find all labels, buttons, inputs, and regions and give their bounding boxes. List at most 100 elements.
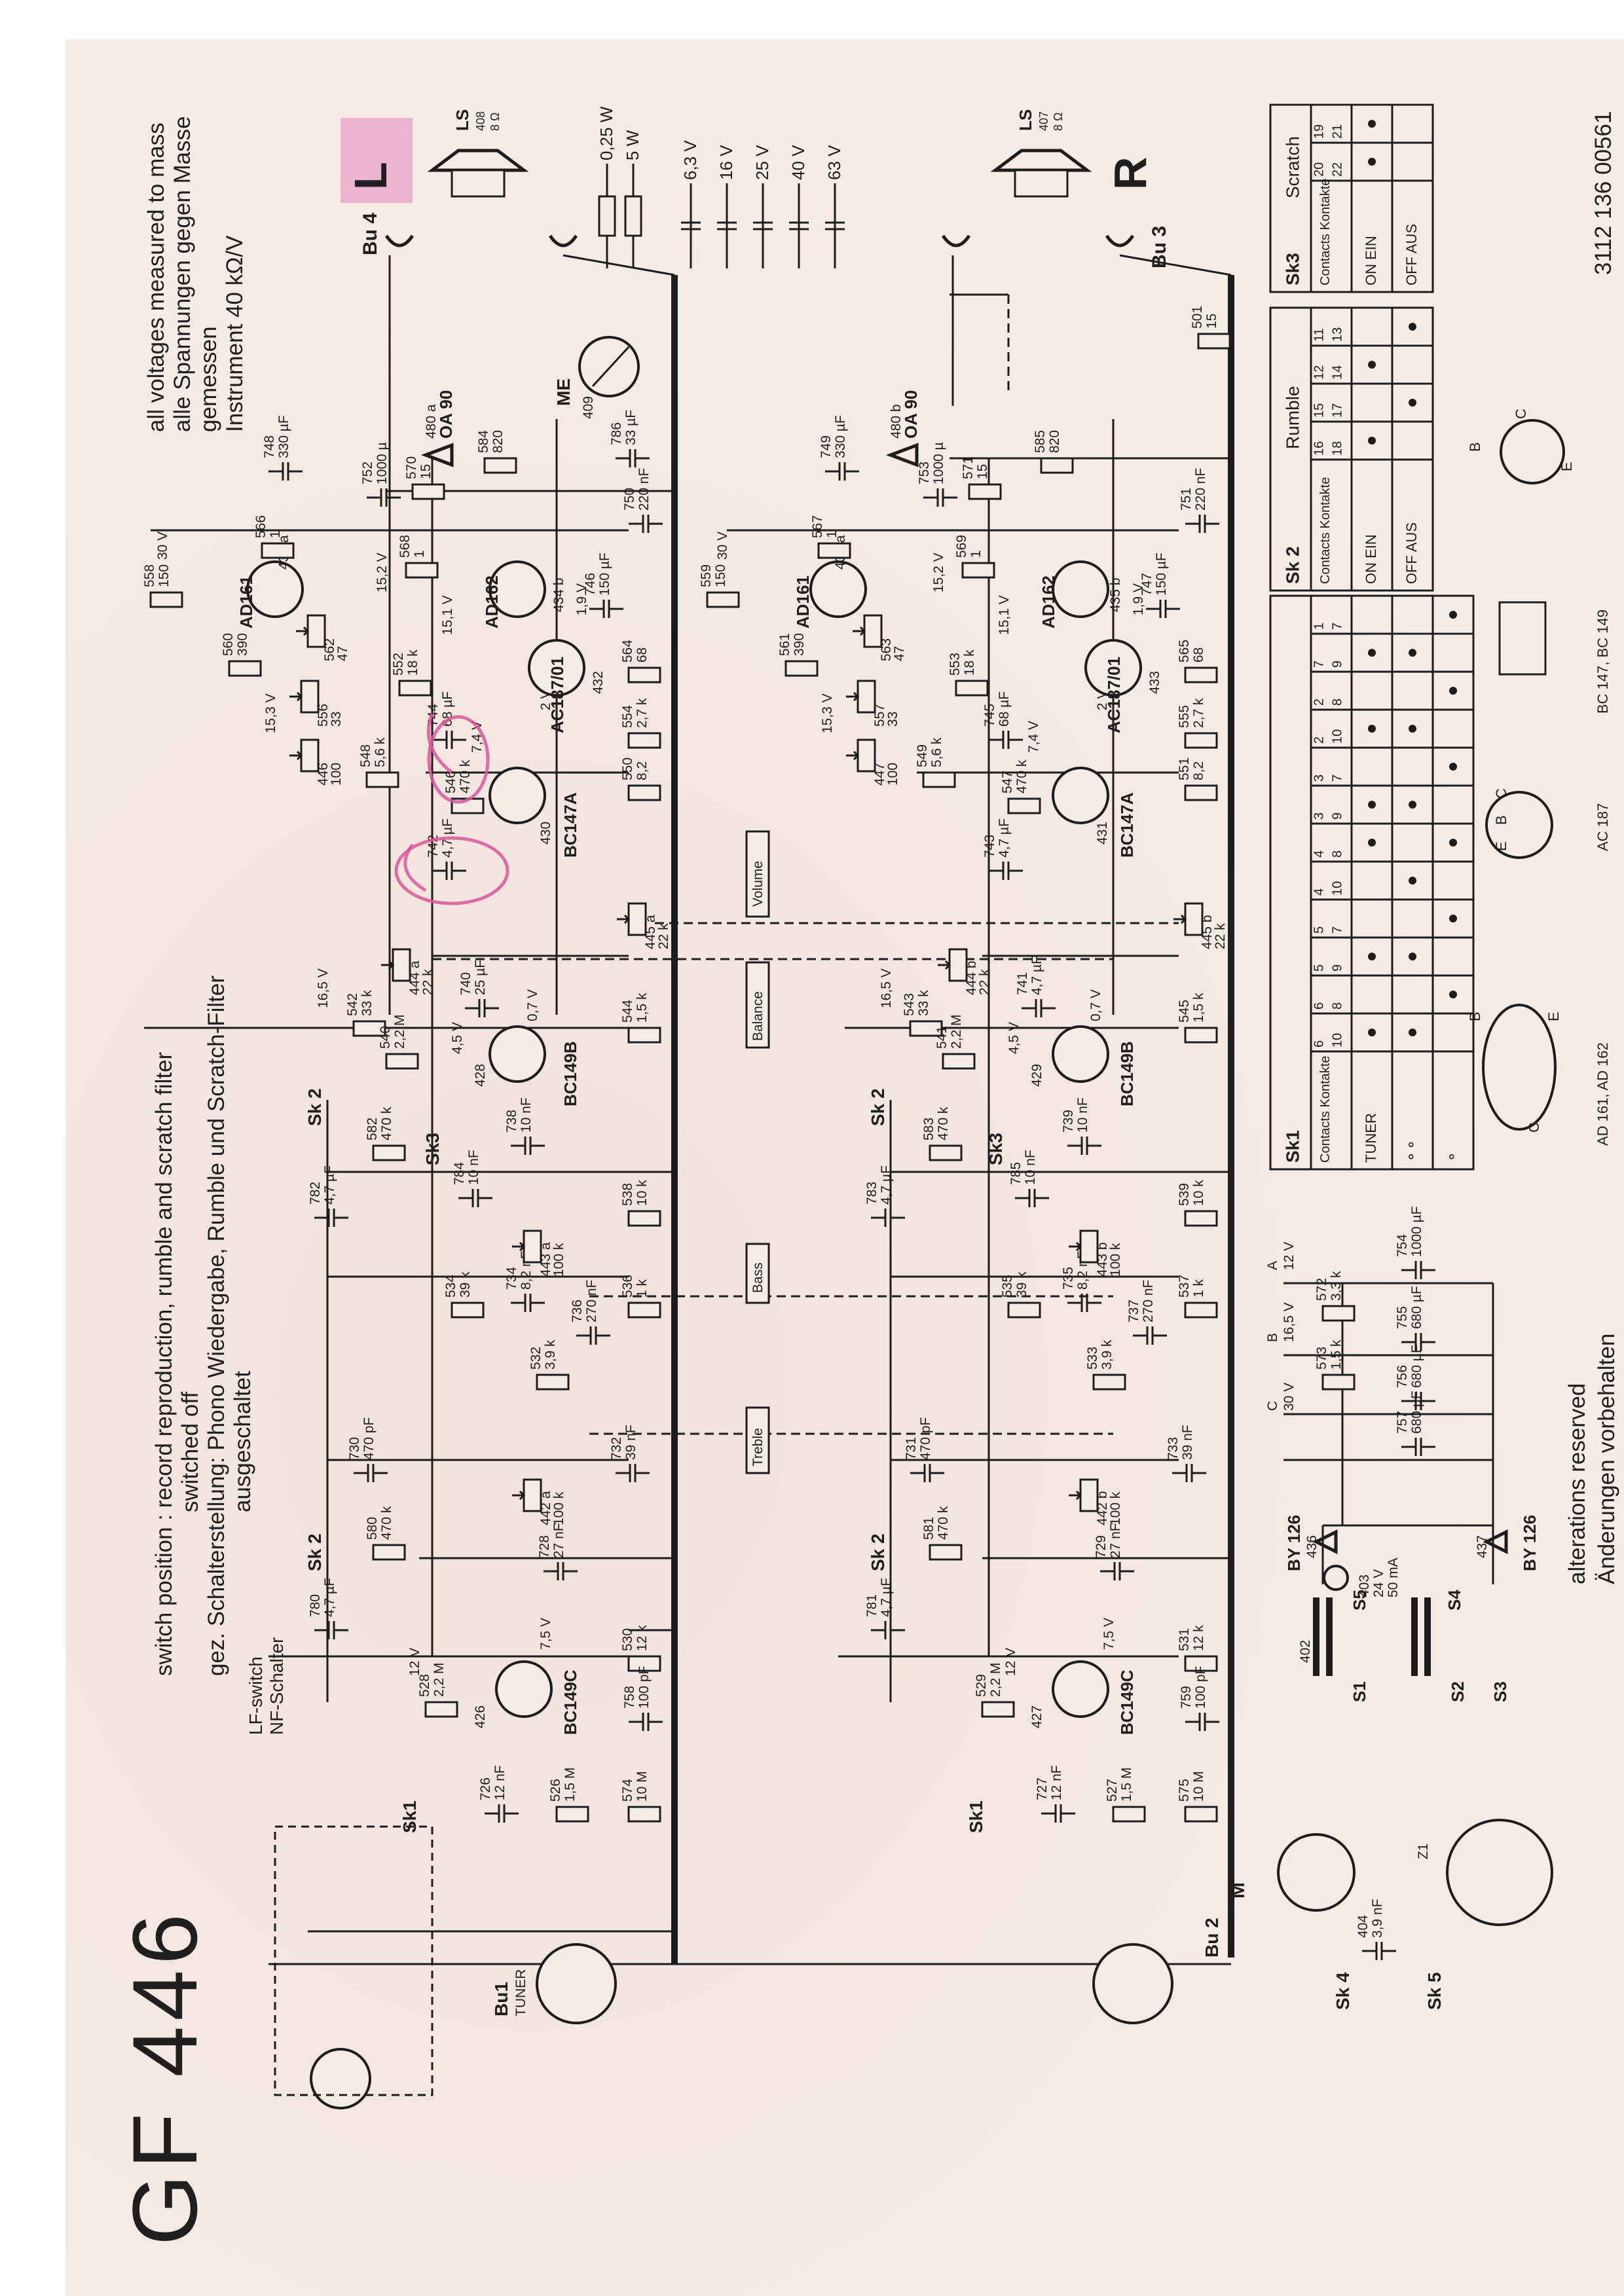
sk2-table-col-0-a: 11 xyxy=(1312,328,1327,342)
treble-label: Treble xyxy=(750,1428,766,1467)
potentiometer-562-value: 47 xyxy=(335,646,350,661)
resistor-539-ref: 539 xyxy=(1177,1183,1192,1206)
sk5-label: Sk 5 xyxy=(1424,1972,1445,2010)
capacitor-755-value: 680 µF xyxy=(1409,1286,1424,1329)
capacitor-730-ref: 730 xyxy=(347,1437,362,1460)
capacitor-781-ref: 781 xyxy=(864,1594,879,1617)
sk1-table-row-2: ⚬ xyxy=(1444,1151,1460,1163)
resistor-550-value: 8,2 xyxy=(635,761,650,780)
rail-16v-right: 16,5 V xyxy=(879,968,894,1008)
resistor-549-value: 5,6 k xyxy=(929,737,944,767)
rail-45-left: 4,5 V xyxy=(450,1022,465,1054)
potentiometer-563-value: 47 xyxy=(892,646,907,661)
diode-480b-icon xyxy=(885,443,919,467)
resistor-565-value: 68 xyxy=(1191,647,1206,663)
rail-2-right: 2 V xyxy=(1095,689,1110,710)
capacitor-732-ref: 732 xyxy=(609,1437,624,1460)
capacitor-750-value: 220 nF xyxy=(637,468,652,511)
sk1-table-col-5-b: 9 xyxy=(1331,812,1345,820)
resistor-540-value: 2,2 M xyxy=(392,1014,407,1049)
ls-left-label: LS xyxy=(452,109,472,131)
input-connectors: Bu1 TUNER Bu 2 Sk1 Sk1 Sk 2 Sk 2 Sk3 Sk … xyxy=(274,1088,1222,2109)
s2-label: S2 xyxy=(1448,1681,1467,1702)
left-t5-ref: 434 b xyxy=(551,577,566,612)
sk1-table-col-0-a: 1 xyxy=(1312,623,1327,630)
transformer-label: 402 xyxy=(1298,1640,1313,1663)
resistor-566-ref: 566 xyxy=(253,515,268,538)
lf-switch-socket-icon xyxy=(310,2048,371,2109)
resistor-584-ref: 584 xyxy=(476,430,491,453)
resistor-564-ref: 564 xyxy=(620,640,635,663)
sk1-table-row-1: ⚬⚬ xyxy=(1403,1139,1420,1163)
capacitor-786-ref: 786 xyxy=(609,422,624,445)
resistor-543-value: 33 k xyxy=(916,990,931,1016)
resistor-580-value: 470 k xyxy=(379,1506,394,1540)
resistor-567-ref: 567 xyxy=(810,515,825,538)
bass-label: Bass xyxy=(750,1262,766,1293)
resistor-529-value: 2,2 M xyxy=(988,1662,1003,1697)
sk1-table-col-4-b: 7 xyxy=(1331,774,1345,782)
rectifier-436-icon xyxy=(1312,1529,1338,1555)
sk2-table-mark xyxy=(1409,323,1416,331)
pin-1-1: B xyxy=(1493,815,1509,825)
resistor-553-value: 18 k xyxy=(962,649,977,676)
right-t1-type: BC149C xyxy=(1117,1669,1137,1735)
capacitor-745-value: 68 µF xyxy=(997,691,1012,727)
resistor-534-value: 39 k xyxy=(458,1271,473,1298)
potentiometer-446-ref: 446 xyxy=(316,763,331,786)
resistor-542-ref: 542 xyxy=(345,993,360,1016)
diode-480b-label: 480 b xyxy=(889,404,904,439)
capacitor-737-ref: 737 xyxy=(1126,1300,1141,1322)
potentiometer-557-value: 33 xyxy=(885,712,900,727)
sk2-table-mark xyxy=(1409,399,1416,407)
sk1-table-mark xyxy=(1409,877,1416,884)
note-voltages-de: alle Spannungen gegen Masse xyxy=(170,116,195,432)
capacitor-747-ref: 747 xyxy=(1139,573,1154,596)
rail-153-right: 15,3 V xyxy=(820,693,835,733)
capacitor-728-value: 27 nF xyxy=(551,1523,566,1558)
resistor-552-ref: 552 xyxy=(391,653,406,676)
rail-19-right: 1,9 V xyxy=(1131,583,1146,615)
right-t4-ref: 433 xyxy=(1147,671,1162,694)
sk2-table-col-3-a: 16 xyxy=(1312,441,1327,456)
sk1-table-col-1-a: 7 xyxy=(1312,661,1327,668)
potentiometer-443 b-ref: 443 b xyxy=(1095,1242,1110,1277)
resistor-533-value: 3,9 k xyxy=(1099,1339,1115,1370)
lamp-403-icon xyxy=(1323,1565,1349,1591)
meter-label: ME xyxy=(553,378,574,406)
resistor-554-value: 2,7 k xyxy=(635,698,650,728)
resistor-560-ref: 560 xyxy=(221,633,236,656)
sk3-table-mark xyxy=(1368,158,1376,166)
sk2-table-mark xyxy=(1368,437,1376,445)
resistor-526-value: 1,5 M xyxy=(563,1767,578,1802)
legend-cap3: 25 V xyxy=(752,145,772,180)
rail-75-right: 7,5 V xyxy=(1101,1618,1116,1650)
rectifier-437-icon xyxy=(1483,1529,1508,1555)
transistor-refs: 426 428 430 432 434 b 434 a 427 429 431 … xyxy=(276,535,1162,1728)
bu1-socket-icon xyxy=(536,1943,617,2024)
sk1-table-col-9-a: 5 xyxy=(1312,964,1327,972)
potentiometer-556-ref: 556 xyxy=(316,704,331,727)
lf-switch-label: LF-switch xyxy=(246,1656,266,1735)
resistor-573-value: 1,5 k xyxy=(1329,1339,1344,1370)
capacitor-757-value: 680 µF xyxy=(1409,1391,1424,1434)
sk1-table-col-2-b: 8 xyxy=(1331,699,1345,706)
sk1-table-mark xyxy=(1449,687,1457,695)
resistor-542-value: 33 k xyxy=(360,990,375,1016)
